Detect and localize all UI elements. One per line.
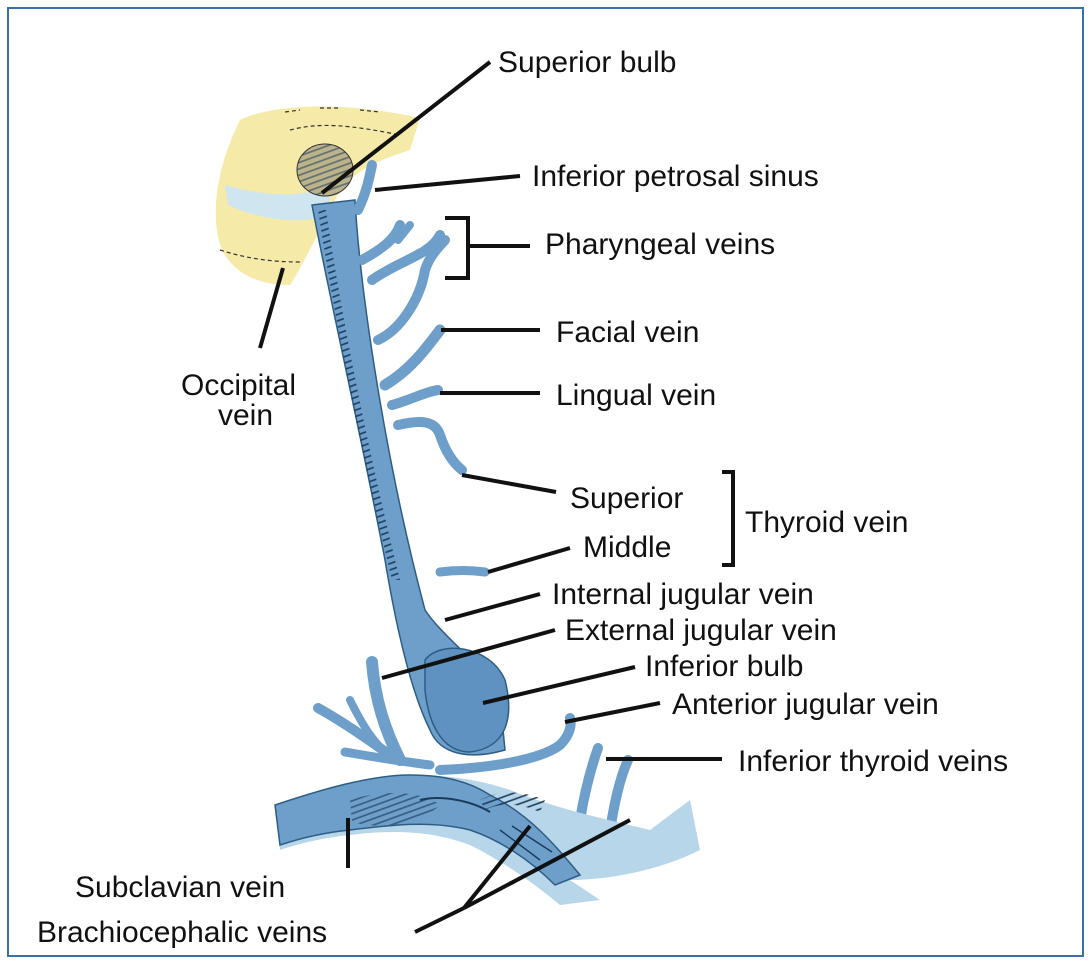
label-internal-jugular-vein: Internal jugular vein bbox=[552, 578, 814, 611]
label-inferior-bulb: Inferior bulb bbox=[645, 650, 803, 683]
label-middle: Middle bbox=[583, 531, 671, 564]
label-facial-vein: Facial vein bbox=[556, 316, 699, 349]
label-pharyngeal-veins: Pharyngeal veins bbox=[545, 228, 775, 261]
label-external-jugular-vein: External jugular vein bbox=[565, 614, 837, 647]
label-brachiocephalic-veins: Brachiocephalic veins bbox=[37, 916, 327, 949]
label-inferior-petrosal-sinus: Inferior petrosal sinus bbox=[532, 160, 819, 193]
label-occipital-vein-2: vein bbox=[218, 399, 273, 432]
label-superior-bulb: Superior bulb bbox=[498, 46, 676, 79]
subclavian-brachiocephalic bbox=[275, 775, 700, 905]
label-superior: Superior bbox=[570, 482, 683, 515]
skull-base bbox=[216, 106, 420, 285]
label-inferior-thyroid-veins: Inferior thyroid veins bbox=[738, 745, 1008, 778]
label-subclavian-vein: Subclavian vein bbox=[75, 871, 285, 904]
label-thyroid-vein: Thyroid vein bbox=[745, 506, 908, 539]
label-anterior-jugular-vein: Anterior jugular vein bbox=[672, 688, 939, 721]
label-occipital-vein-1: Occipital bbox=[181, 369, 296, 402]
label-lingual-vein: Lingual vein bbox=[556, 379, 716, 412]
